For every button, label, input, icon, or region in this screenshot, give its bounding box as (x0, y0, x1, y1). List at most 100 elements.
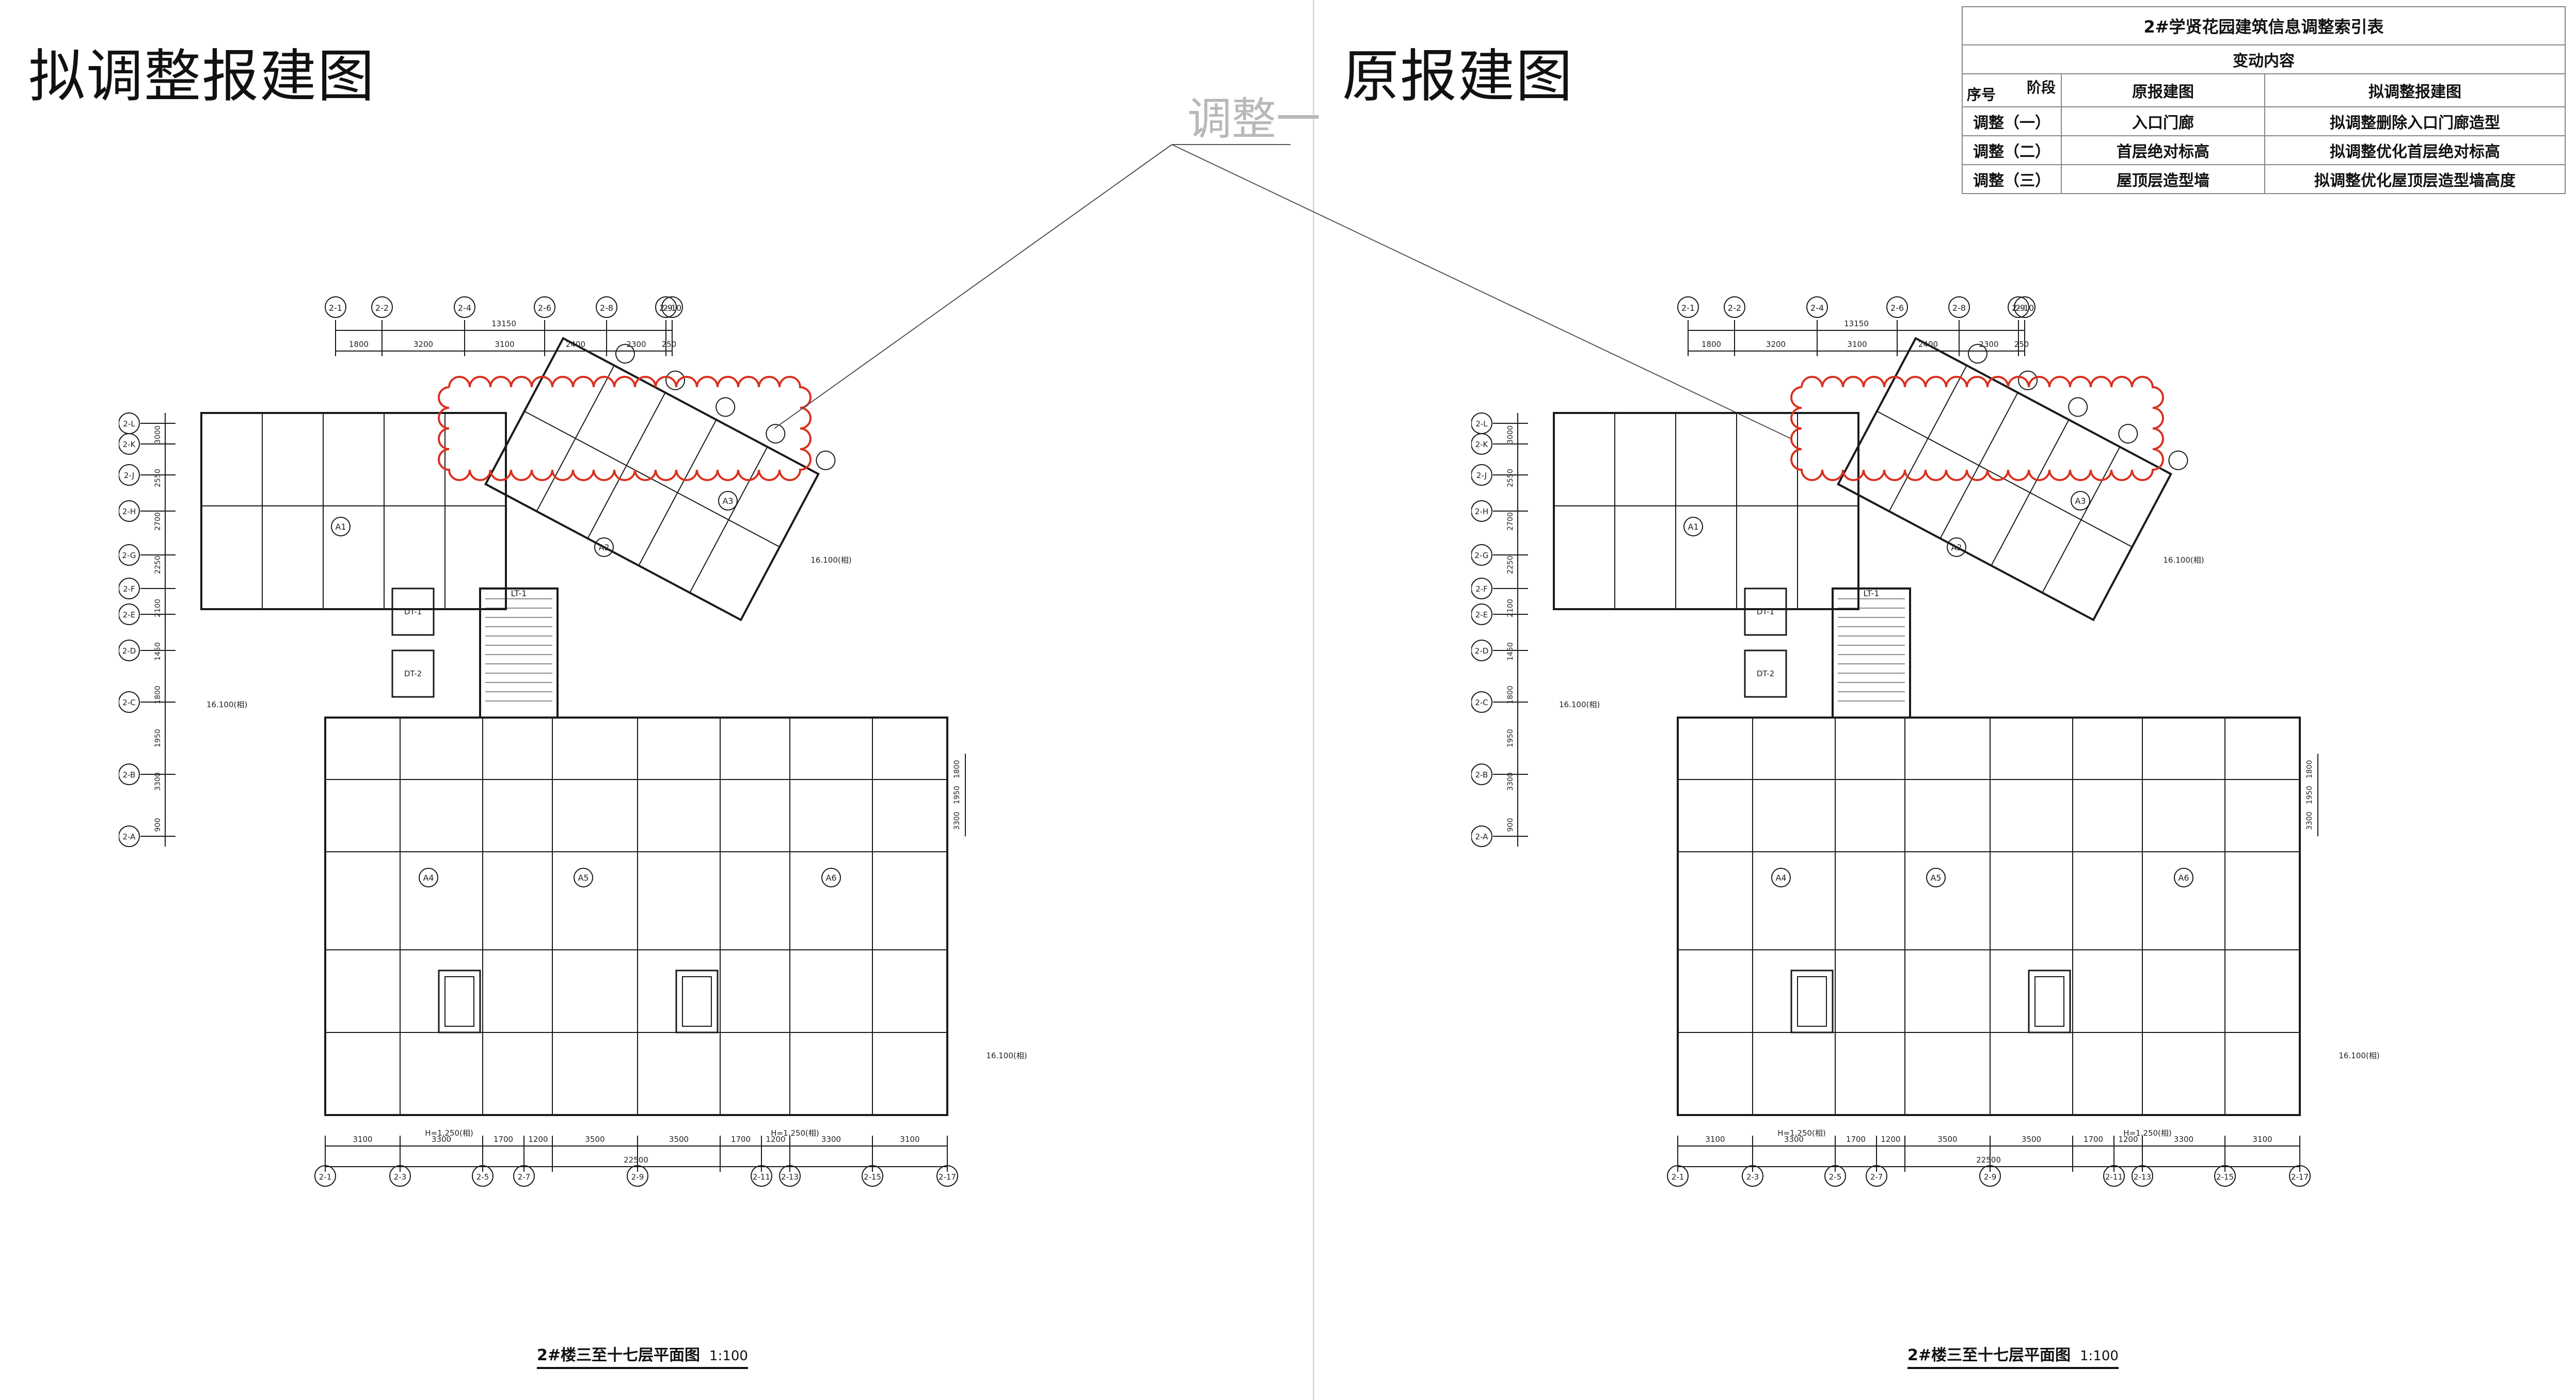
left-sheet-title: 拟调整报建图 (28, 43, 375, 109)
shaft-inner (1797, 976, 1827, 1027)
axis-label-bottom: 2-9 (1984, 1172, 1997, 1182)
left-dimension: 2550 (1506, 469, 1515, 487)
axis-bubble (655, 296, 677, 318)
unit-label: A3 (2075, 496, 2086, 506)
right-plan-title-text: 2#楼三至十七层平面图 (1907, 1346, 2071, 1364)
axis-label-bottom: 2-1 (319, 1172, 332, 1182)
unit-label: A3 (722, 496, 733, 506)
axis-bubble (119, 544, 140, 566)
top-dimension: 2400 (1918, 340, 1938, 349)
shaft-inner (682, 976, 712, 1027)
left-dimension: 2550 (154, 469, 162, 487)
axis-label-bottom: 2-15 (864, 1172, 881, 1182)
unit-bubble (1683, 517, 1703, 536)
axis-bubble (534, 296, 555, 318)
axis-bubble (119, 825, 140, 847)
shaft-inner (444, 976, 474, 1027)
bottom-dimension: 3100 (900, 1135, 919, 1144)
unit-bubble (331, 517, 351, 536)
axis-bubble (596, 296, 617, 318)
axis-label-top: 2-2 (375, 303, 389, 313)
table-row: 调整（三） 屋顶层造型墙 拟调整优化屋顶层造型墙高度 (1962, 164, 2566, 194)
unit-bubble (2174, 868, 2193, 887)
axis-bubble (2008, 296, 2029, 318)
unit-bubble (718, 491, 738, 511)
axis-bubble (119, 691, 140, 713)
header-phase: 阶段 (2026, 79, 2056, 96)
top-dimension: 2300 (1979, 340, 1998, 349)
bottom-dimension: 3500 (2022, 1135, 2041, 1144)
revision-cloud (1790, 376, 2164, 481)
bottom-dimension: 3100 (353, 1135, 372, 1144)
axis-bubble (2168, 450, 2188, 470)
plan-geometry (119, 296, 966, 1187)
axis-label-left: 2-L (1475, 419, 1488, 428)
top-dimension: 2400 (566, 340, 585, 349)
unit-label: A6 (825, 873, 836, 883)
unit-bubble (1947, 537, 1966, 557)
unit-bubble (574, 868, 593, 887)
axis-bubble (936, 1165, 958, 1187)
axis-bubble (2132, 1165, 2153, 1187)
axis-label-left: 2-J (124, 471, 134, 480)
angled-wing (484, 337, 836, 622)
axis-bubble (2103, 1165, 2125, 1187)
index-table-title: 2#学贤花园建筑信息调整索引表 (1962, 6, 2566, 45)
plan-geometry (1471, 296, 2318, 1187)
partition-wall (524, 410, 780, 548)
left-dimension: 1450 (1506, 642, 1515, 661)
axis-label-left: 2-K (1475, 440, 1489, 449)
axis-bubble (1866, 1165, 1887, 1187)
revision-cloud-path (438, 376, 812, 481)
axis-label-bottom: 2-5 (1829, 1172, 1842, 1182)
lower-block-outline (1677, 717, 2301, 1116)
elevation-note: 16.100(相) (2339, 1051, 2379, 1060)
bottom-dimension: 3100 (1705, 1135, 1725, 1144)
elevator (391, 649, 435, 698)
axis-bubble (1824, 1165, 1846, 1187)
elevator (1744, 587, 1787, 636)
left-dimension: 2100 (154, 599, 162, 617)
elevator-label: DT-1 (1757, 607, 1774, 616)
left-dimension: 1800 (154, 686, 162, 704)
row-seq: 调整（一） (1962, 106, 2062, 136)
bottom-dimension: 1700 (731, 1135, 751, 1144)
unit-bubble (594, 537, 614, 557)
axis-label-left: 2-E (123, 610, 135, 619)
unit-bubble (2071, 491, 2090, 511)
axis-label-left: 2-A (123, 832, 136, 841)
axis-label-left: 2-H (1475, 507, 1488, 516)
left-dimension: 1950 (154, 729, 162, 747)
unit-label: A4 (423, 873, 434, 883)
axis-label-left: 2-B (123, 770, 136, 779)
row-original: 屋顶层造型墙 (2061, 164, 2265, 194)
shaft (438, 969, 481, 1033)
upper-wing-outline (1553, 412, 1859, 610)
bottom-dimension: 1200 (766, 1135, 785, 1144)
table-row: 调整（一） 入口门廊 拟调整删除入口门廊造型 (1962, 106, 2566, 136)
bottom-dimension: 3500 (585, 1135, 605, 1144)
axis-bubble (1471, 825, 1492, 847)
axis-bubble (1471, 763, 1492, 785)
axis-bubble (1471, 578, 1492, 599)
top-dimension: 3100 (1847, 340, 1867, 349)
axis-bubble (615, 344, 635, 364)
unit-bubble (821, 868, 841, 887)
left-dimension: 900 (1506, 818, 1515, 832)
right-plan-scale: 1:100 (2080, 1348, 2119, 1364)
top-dimension: 3200 (414, 340, 433, 349)
axis-label-top: 2-4 (458, 303, 471, 313)
axis-label-left: 2-F (1475, 584, 1488, 594)
bottom-dimension: 1200 (1881, 1135, 1900, 1144)
axis-label-bottom: 2-3 (394, 1172, 407, 1182)
right-dimension: 1950 (953, 786, 961, 804)
left-dimension: 2100 (1506, 599, 1515, 617)
axis-bubble (1471, 500, 1492, 522)
unit-label: A2 (1951, 543, 1962, 552)
right-dimension: 3300 (2305, 812, 2314, 830)
upper-wing (1553, 412, 1859, 610)
